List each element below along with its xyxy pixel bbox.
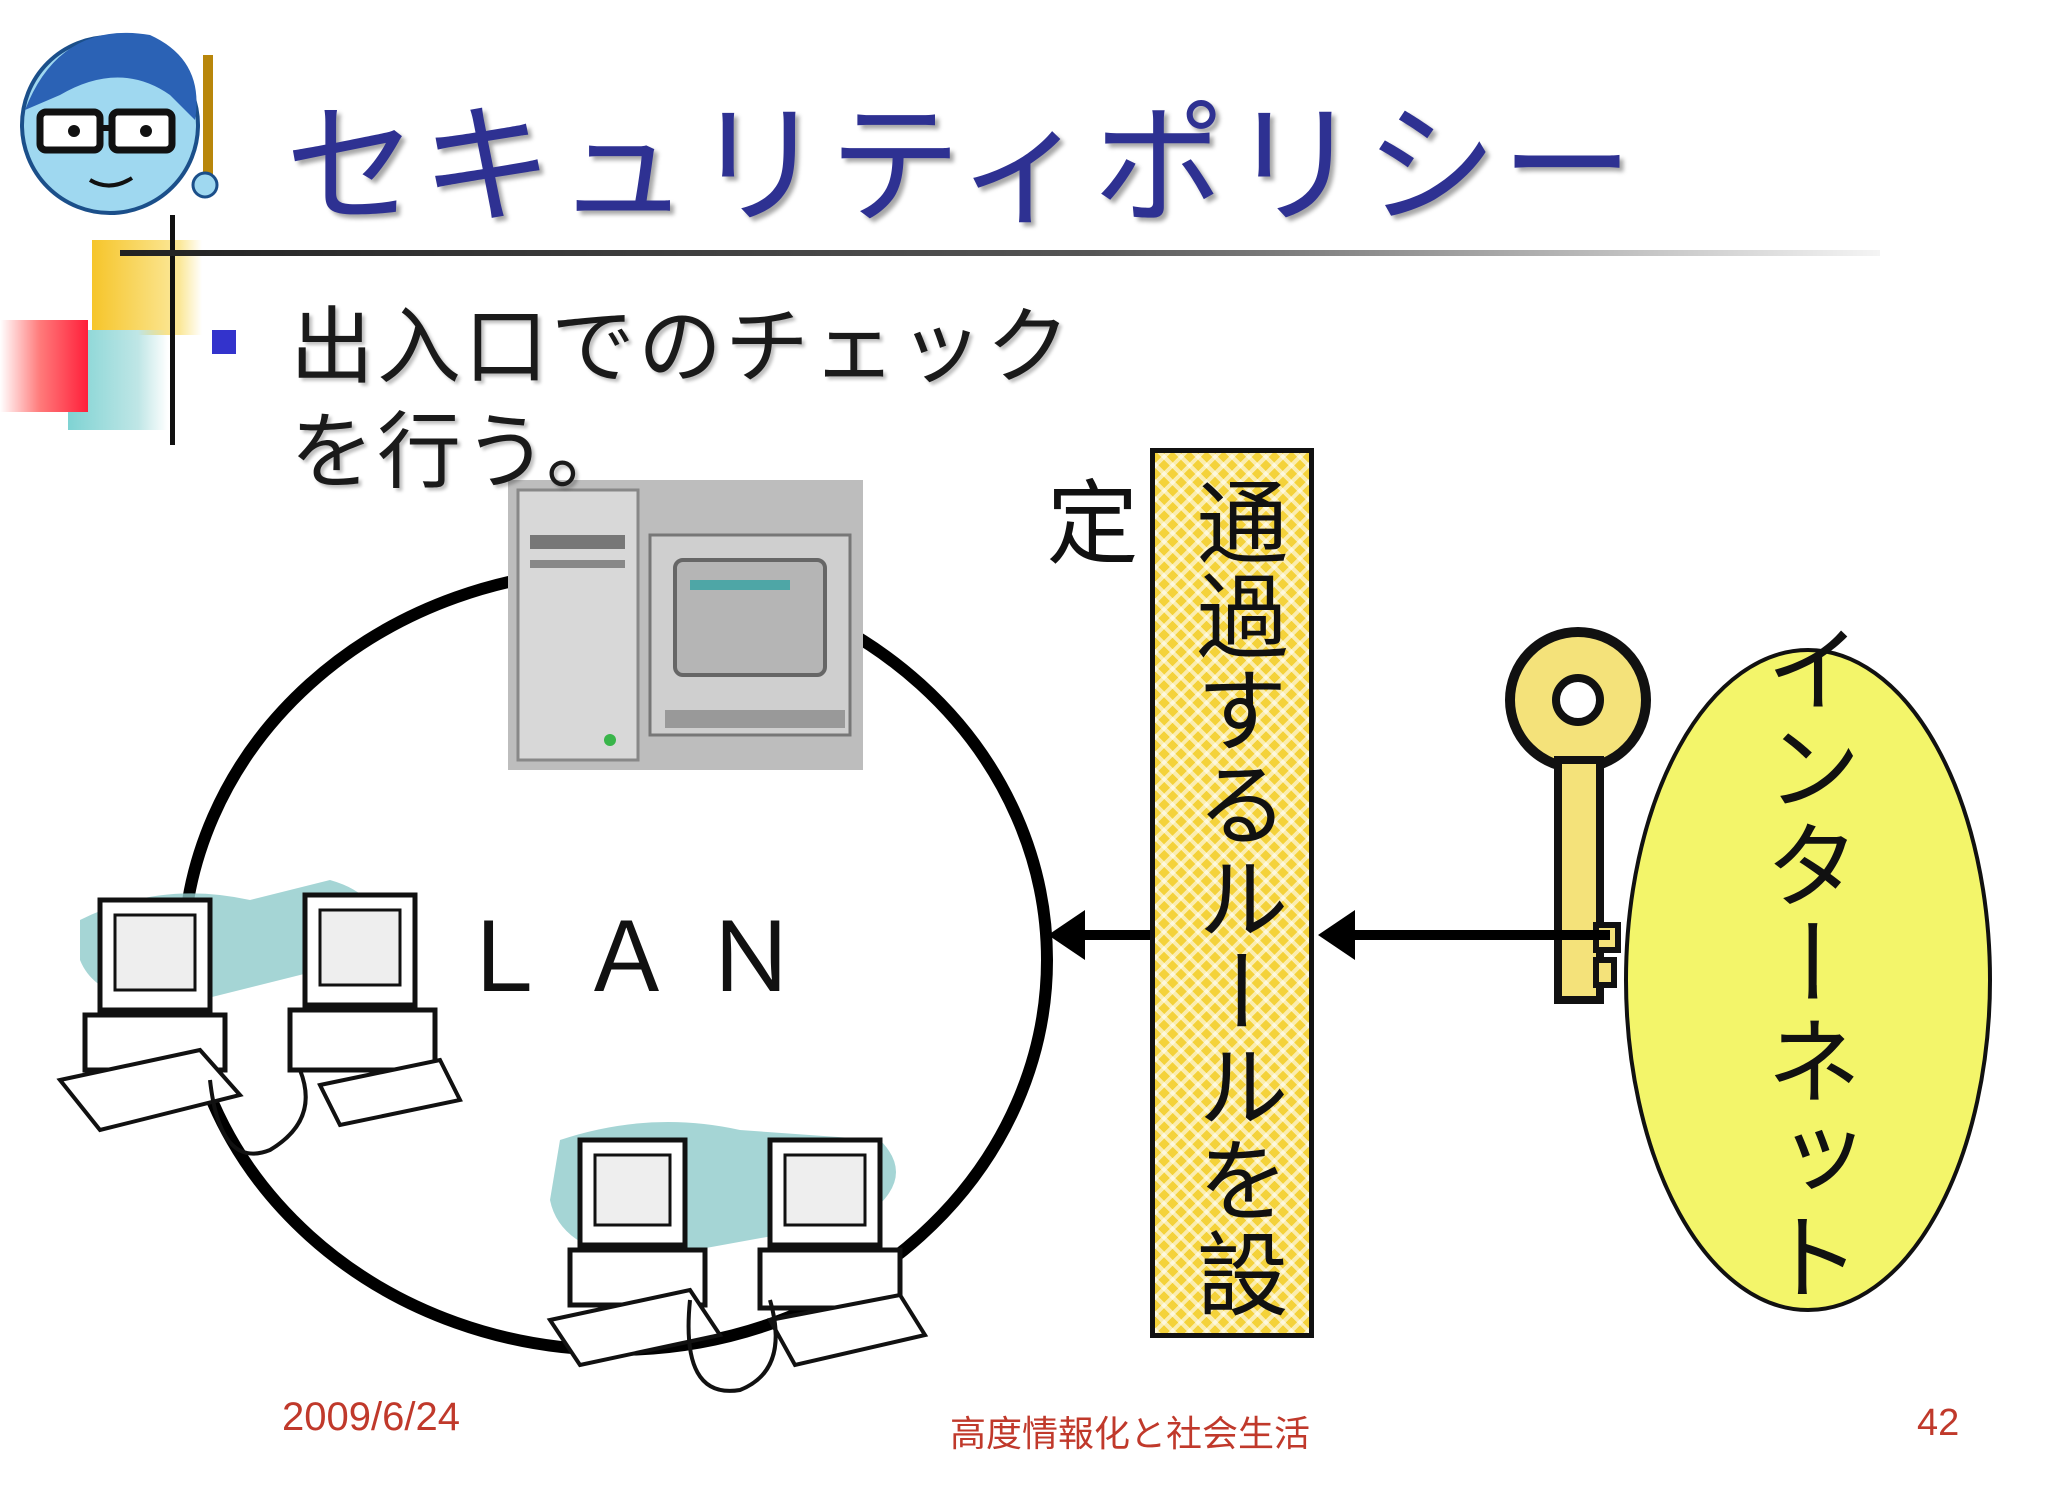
decor-vertical-line	[170, 215, 175, 445]
title-underline	[120, 250, 1880, 256]
rule-box-text: 通過するルールを設定	[1031, 475, 1288, 1321]
internet-label: インターネット	[1749, 620, 1861, 1306]
computer-icon	[56, 880, 463, 1156]
bullet-marker	[212, 330, 236, 354]
bullet-text-line1: 出入口でのチェック	[290, 298, 1074, 396]
footer-date: 2009/6/24	[282, 1395, 460, 1439]
rule-box: 通過するルールを設定	[1031, 448, 1314, 1338]
teacher-glasses-icon	[20, 32, 219, 215]
decor-red-block	[0, 320, 88, 412]
footer-title: 高度情報化と社会生活	[950, 1414, 1311, 1455]
bullet-text-line2: を行う。	[290, 403, 633, 501]
key-icon	[1505, 627, 1651, 1004]
computer-icon	[546, 1122, 929, 1393]
internet-ellipse	[1624, 648, 1992, 1312]
arrow-left-icon	[1048, 910, 1610, 960]
lan-label: ＬＡＮ	[455, 902, 827, 1014]
server-icon	[508, 480, 863, 770]
slide-title: セキュリティポリシー	[285, 90, 1638, 244]
footer-page-number: 42	[1917, 1402, 1960, 1444]
